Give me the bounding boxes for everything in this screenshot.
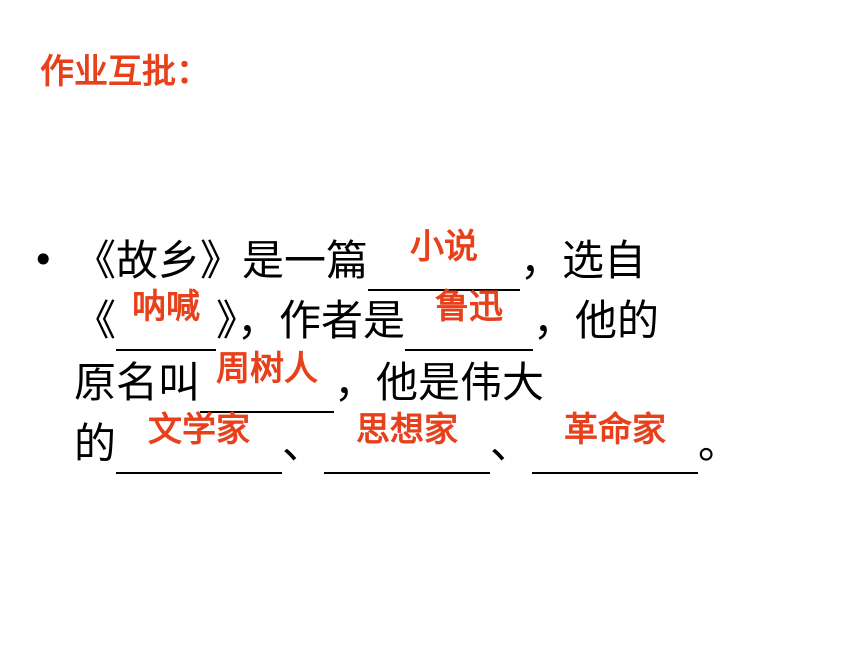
sentence-line-1: 《故乡》是一篇 小说 ，选自 (74, 227, 647, 291)
answer-role-3: 革命家 (564, 410, 667, 450)
sentence-line-2: 《呐喊》，作者是鲁迅 ，他的 (74, 287, 660, 351)
text-segment: 、 (282, 419, 325, 468)
text-segment: 的 (74, 419, 117, 468)
text-segment: ，他的 (533, 296, 660, 345)
blank-genre: 小说 (368, 227, 521, 291)
answer-role-2: 思想家 (356, 410, 459, 450)
answer-author: 鲁迅 (435, 287, 504, 327)
blank-role-2: 思想家 (324, 410, 491, 474)
text-segment: 》，作者是 (216, 296, 406, 345)
sentence-line-4: 的文学家、思想家、革命家。 (74, 410, 741, 474)
answer-real-name: 周树人 (216, 349, 319, 389)
text-segment: 《故乡》是一篇 (74, 236, 369, 285)
sentence-line-3: 原名叫周树人 ，他是伟大 (74, 349, 545, 413)
blank-real-name: 周树人 (200, 349, 335, 413)
text-segment: 《 (74, 296, 117, 345)
text-segment: 、 (490, 419, 533, 468)
answer-collection: 呐喊 (132, 287, 201, 327)
blank-role-1: 文学家 (116, 410, 283, 474)
answer-genre: 小说 (410, 227, 479, 267)
text-segment: 。 (698, 419, 741, 468)
text-segment: ，他是伟大 (334, 358, 545, 407)
answer-role-1: 文学家 (148, 410, 251, 450)
bullet-point: • (32, 238, 55, 282)
blank-author: 鲁迅 (405, 287, 534, 351)
blank-role-3: 革命家 (532, 410, 699, 474)
text-segment: ，选自 (520, 236, 647, 285)
text-segment: 原名叫 (74, 358, 201, 407)
blank-collection: 呐喊 (116, 287, 217, 351)
page-title: 作业互批： (40, 52, 210, 92)
